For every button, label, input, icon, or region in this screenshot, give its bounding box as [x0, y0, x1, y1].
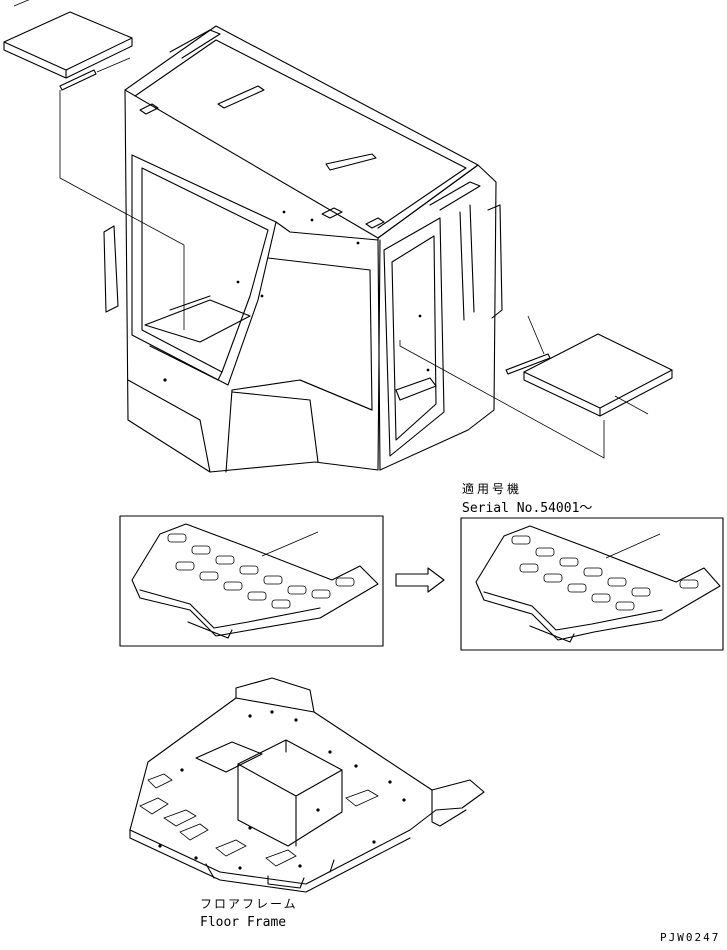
floor-mat-part-left [3, 0, 185, 330]
figure-code: PJW0247 [660, 931, 720, 944]
floor-mat-before-panel [119, 515, 384, 647]
serial-label-jp: 適用号機 [462, 481, 522, 496]
floor-frame-label-en: Floor Frame [200, 915, 286, 930]
mat-slots-after [511, 535, 699, 611]
mat-slots-before [167, 533, 355, 609]
serial-label-en: Serial No.54001～ [462, 501, 592, 516]
floor-mat-after-panel [460, 517, 724, 651]
floor-frame [129, 677, 485, 893]
cab-assembly [103, 25, 503, 473]
floor-frame-label-jp: フロアフレーム [200, 897, 298, 911]
change-arrow [395, 567, 445, 593]
floor-mat-part-right [399, 315, 673, 459]
